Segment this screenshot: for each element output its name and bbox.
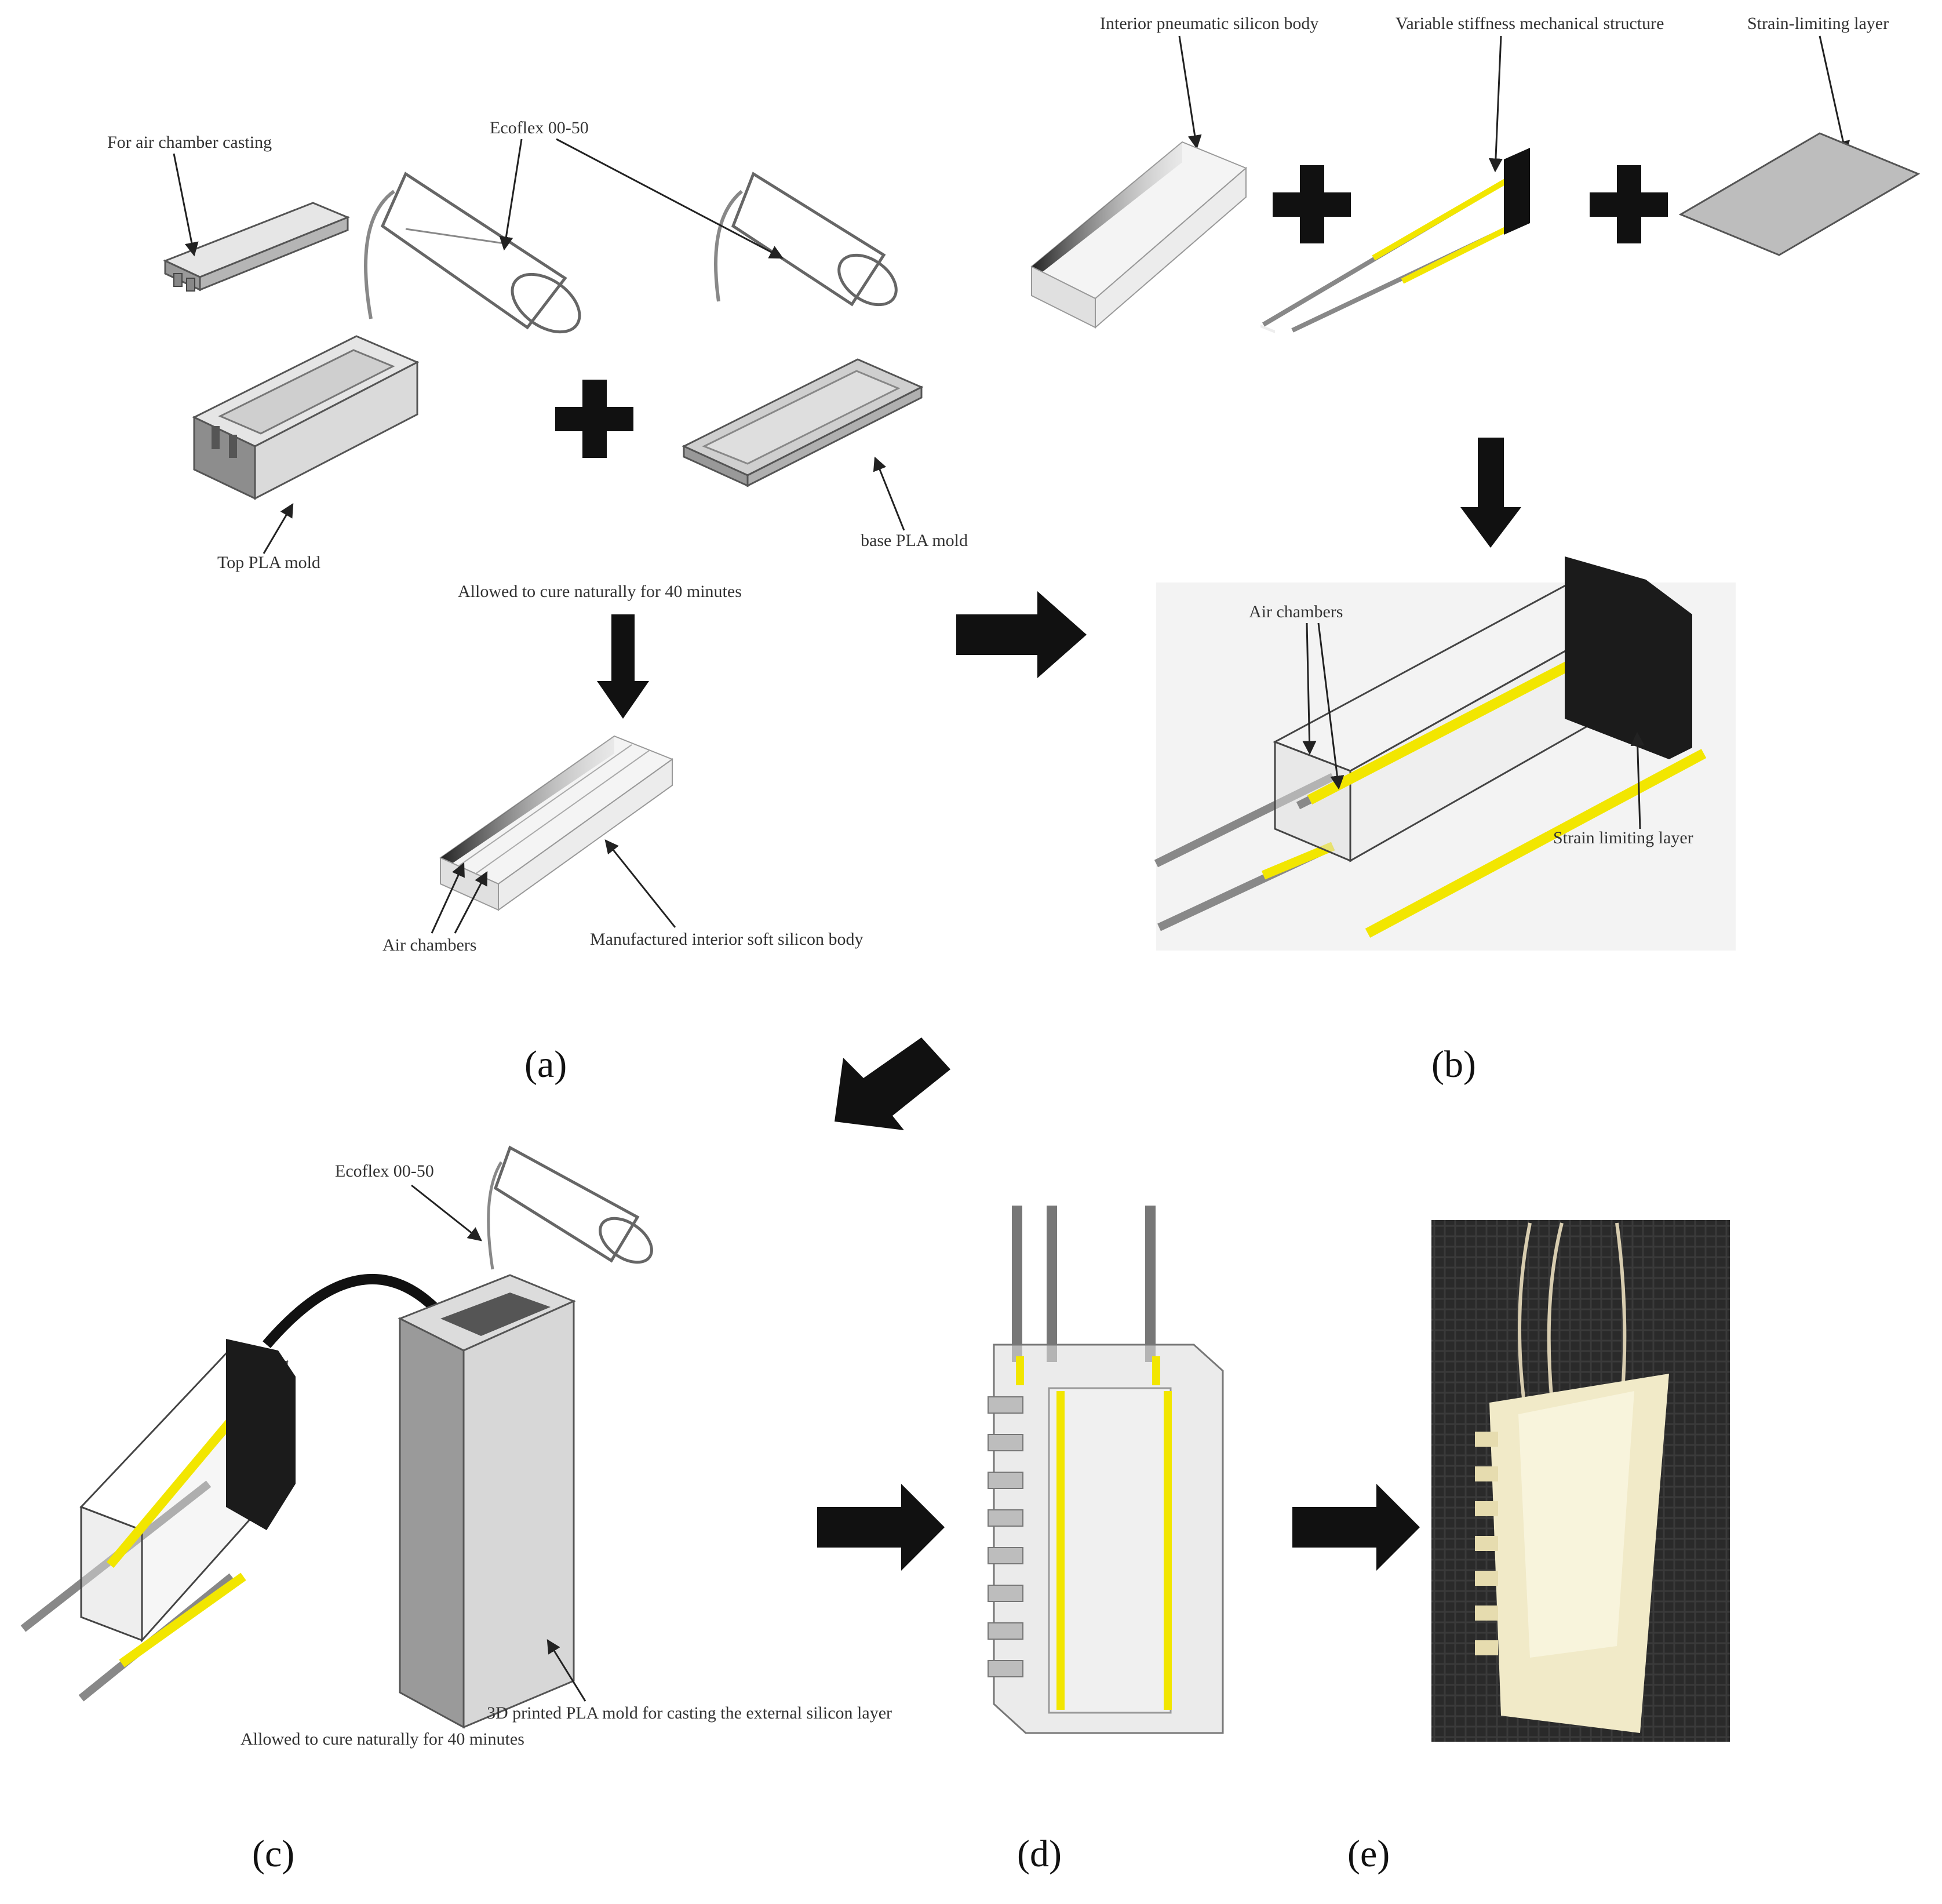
caption-e: (e): [1347, 1833, 1390, 1875]
label-strain-limiting-b: Strain limiting layer: [1553, 828, 1693, 847]
label-strain-limiting-top: Strain-limiting layer: [1747, 14, 1889, 33]
actuator-c: [20, 1339, 296, 1702]
interior-silicon-body-b: [1030, 141, 1247, 329]
label-interior-body: Manufactured interior soft silicon body: [590, 930, 863, 949]
label-base-pla-mold: base PLA mold: [861, 531, 968, 550]
caption-d: (d): [1017, 1833, 1062, 1875]
label-ecoflex-c: Ecoflex 00-50: [335, 1162, 434, 1181]
label-air-chamber-casting: For air chamber casting: [107, 133, 272, 152]
label-cure-a: Allowed to cure naturally for 40 minutes: [458, 582, 742, 601]
panel-a: For air chamber casting Ecoflex 00-50 T: [107, 118, 968, 1086]
arrow-right-icon: [956, 591, 1087, 678]
external-pla-mold: [398, 1274, 576, 1729]
arrow-down-icon: [1460, 438, 1521, 548]
arrow-down-left-icon: [835, 1037, 950, 1130]
label-pla-mold-c: 3D printed PLA mold for casting the exte…: [487, 1703, 892, 1723]
base-pla-mold: [682, 358, 924, 487]
plus-icon: [555, 380, 633, 458]
label-interior-pneumatic: Interior pneumatic silicon body: [1100, 14, 1318, 33]
label-air-chambers-a: Air chambers: [382, 935, 476, 955]
arrow-right-icon: [1292, 1484, 1420, 1571]
caption-c: (c): [252, 1833, 294, 1875]
panel-e: (e): [1347, 1220, 1730, 1875]
plus-icon: [1273, 165, 1351, 243]
label-variable-stiffness: Variable stiffness mechanical structure: [1396, 14, 1664, 33]
arrow-down-icon: [597, 614, 649, 719]
beaker-pour-2: [714, 172, 898, 307]
beaker-pour-1: [364, 172, 581, 334]
caption-a: (a): [524, 1043, 567, 1086]
top-pla-mold: [192, 335, 420, 500]
plus-icon: [1590, 165, 1668, 243]
beaker-pour-3: [487, 1145, 653, 1270]
assembled-actuator-b: Air chambers Strain limiting layer: [1154, 556, 1736, 951]
interior-silicon-body: [439, 735, 674, 911]
stiffness-structure-b: [1260, 148, 1530, 333]
label-ecoflex-a: Ecoflex 00-50: [490, 118, 589, 137]
label-top-pla-mold: Top PLA mold: [217, 553, 320, 572]
label-air-chambers-b: Air chambers: [1249, 602, 1343, 621]
panel-c: Ecoflex 00-50 3D printed PLA: [20, 1145, 892, 1875]
finished-actuator-render: [988, 1344, 1224, 1734]
panel-d: (d): [988, 1206, 1224, 1875]
curved-arrow-icon: [263, 1273, 457, 1348]
caption-b: (b): [1431, 1043, 1476, 1086]
panel-b: Interior pneumatic silicon body Variable…: [1030, 14, 1921, 1086]
strain-limiting-sheet: [1678, 132, 1921, 256]
arrow-right-icon: [817, 1484, 945, 1571]
air-chamber-insert: [163, 202, 350, 292]
label-cure-c: Allowed to cure naturally for 40 minutes: [241, 1730, 524, 1749]
